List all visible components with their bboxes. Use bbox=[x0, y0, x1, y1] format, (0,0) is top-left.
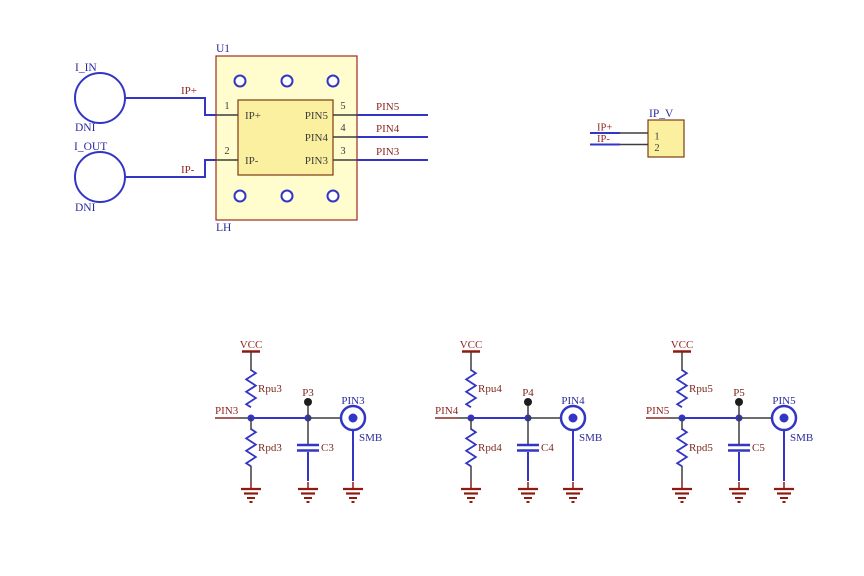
u1-mount-hole bbox=[326, 189, 340, 203]
designator-rpu4: Rpu4 bbox=[478, 383, 502, 395]
u1-mount-hole bbox=[233, 74, 247, 88]
designator-p3: P3 bbox=[302, 387, 314, 399]
designator-rpd3: Rpd3 bbox=[258, 442, 282, 454]
smb-connector-pin5-center bbox=[779, 413, 789, 423]
testpoint-p5[interactable] bbox=[735, 398, 743, 406]
ground-symbol[interactable] bbox=[561, 480, 585, 504]
testpoint-p4[interactable] bbox=[524, 398, 532, 406]
u1-pin2-name: IP- bbox=[245, 155, 259, 167]
net-label-ipv-ip-plus: IP+ bbox=[597, 123, 612, 134]
smb4-type-label: SMB bbox=[579, 432, 602, 444]
connector-i-in-symbol[interactable] bbox=[74, 72, 126, 124]
ipv-designator: IP_V bbox=[649, 108, 674, 120]
u1-inner-body[interactable] bbox=[237, 99, 334, 176]
u1-pin4-number: 4 bbox=[340, 123, 346, 134]
ipv-pin2-number: 2 bbox=[654, 143, 659, 154]
smb4-designator: PIN4 bbox=[561, 395, 585, 407]
net-label-pin3-left: PIN3 bbox=[215, 405, 239, 417]
termination-circuit-pin3: VCC Rpu3 PIN3 Rpd3 P3 C3 PIN3 SMB bbox=[215, 339, 382, 504]
designator-c4: C4 bbox=[541, 442, 554, 454]
smb3-designator: PIN3 bbox=[341, 395, 365, 407]
designator-p5: P5 bbox=[733, 387, 745, 399]
smb3-type-label: SMB bbox=[359, 432, 382, 444]
u1-pin1-name: IP+ bbox=[245, 110, 261, 122]
ipv-pin1-number: 1 bbox=[654, 132, 659, 143]
smb5-type-label: SMB bbox=[790, 432, 813, 444]
net-label-pin3: PIN3 bbox=[376, 146, 400, 158]
connector-i-in-label: I_IN bbox=[75, 62, 97, 74]
u1-mount-hole bbox=[280, 74, 294, 88]
testpoint-p3[interactable] bbox=[304, 398, 312, 406]
u1-pin1-number: 1 bbox=[224, 101, 229, 112]
resistor-rpu4[interactable] bbox=[465, 369, 477, 409]
connector-i-out-symbol[interactable] bbox=[74, 151, 126, 203]
net-label-pin5: PIN5 bbox=[376, 101, 400, 113]
u1-pin4-name: PIN4 bbox=[305, 132, 329, 144]
ground-symbol[interactable] bbox=[727, 480, 751, 504]
smb-connector-pin3-center bbox=[348, 413, 358, 423]
termination-circuit-pin5: VCC Rpu5 PIN5 Rpd5 P5 C5 PIN5 SMB bbox=[646, 339, 813, 504]
u1-pin3-number: 3 bbox=[340, 146, 345, 157]
connector-i-out-label: I_OUT bbox=[74, 141, 107, 153]
smb5-designator: PIN5 bbox=[772, 395, 796, 407]
wire-ip-plus[interactable] bbox=[126, 97, 216, 116]
ground-symbol[interactable] bbox=[516, 480, 540, 504]
designator-rpd5: Rpd5 bbox=[689, 442, 713, 454]
ground-symbol[interactable] bbox=[772, 480, 796, 504]
net-label-pin5-left: PIN5 bbox=[646, 405, 670, 417]
net-label-ip-minus: IP- bbox=[181, 164, 195, 176]
u1-label-lh: LH bbox=[216, 222, 231, 234]
u1-pin5-name: PIN5 bbox=[305, 110, 329, 122]
u1-mount-hole bbox=[233, 189, 247, 203]
u1-pin5-number: 5 bbox=[340, 101, 345, 112]
vcc-label: VCC bbox=[240, 339, 263, 351]
designator-rpu5: Rpu5 bbox=[689, 383, 713, 395]
resistor-rpu5[interactable] bbox=[676, 369, 688, 409]
ground-symbol[interactable] bbox=[459, 480, 483, 504]
u1-pin2-number: 2 bbox=[224, 146, 229, 157]
resistor-rpd4[interactable] bbox=[465, 428, 477, 468]
termination-circuit-pin4: VCC Rpu4 PIN4 Rpd4 P4 C4 PIN4 SMB bbox=[435, 339, 602, 504]
designator-c3: C3 bbox=[321, 442, 334, 454]
ground-symbol[interactable] bbox=[670, 480, 694, 504]
net-label-pin4: PIN4 bbox=[376, 123, 400, 135]
designator-rpu3: Rpu3 bbox=[258, 383, 282, 395]
connector-i-out-note: DNI bbox=[75, 202, 96, 214]
designator-p4: P4 bbox=[522, 387, 534, 399]
resistor-rpd5[interactable] bbox=[676, 428, 688, 468]
vcc-label: VCC bbox=[671, 339, 694, 351]
u1-designator: U1 bbox=[216, 43, 230, 55]
smb-connector-pin4-center bbox=[568, 413, 578, 423]
u1-pin3-name: PIN3 bbox=[305, 155, 329, 167]
designator-rpd4: Rpd4 bbox=[478, 442, 502, 454]
ground-symbol[interactable] bbox=[296, 480, 320, 504]
ground-symbol[interactable] bbox=[239, 480, 263, 504]
resistor-rpu3[interactable] bbox=[245, 369, 257, 409]
designator-c5: C5 bbox=[752, 442, 765, 454]
ground-symbol[interactable] bbox=[341, 480, 365, 504]
wire-ip-minus[interactable] bbox=[126, 159, 216, 178]
net-label-ipv-ip-minus: IP- bbox=[597, 134, 610, 145]
u1-mount-hole bbox=[326, 74, 340, 88]
vcc-label: VCC bbox=[460, 339, 483, 351]
net-label-pin4-left: PIN4 bbox=[435, 405, 459, 417]
resistor-rpd3[interactable] bbox=[245, 428, 257, 468]
net-label-ip-plus: IP+ bbox=[181, 85, 197, 97]
connector-i-in-note: DNI bbox=[75, 122, 96, 134]
u1-mount-hole bbox=[280, 189, 294, 203]
ipv-body[interactable] bbox=[647, 119, 685, 158]
